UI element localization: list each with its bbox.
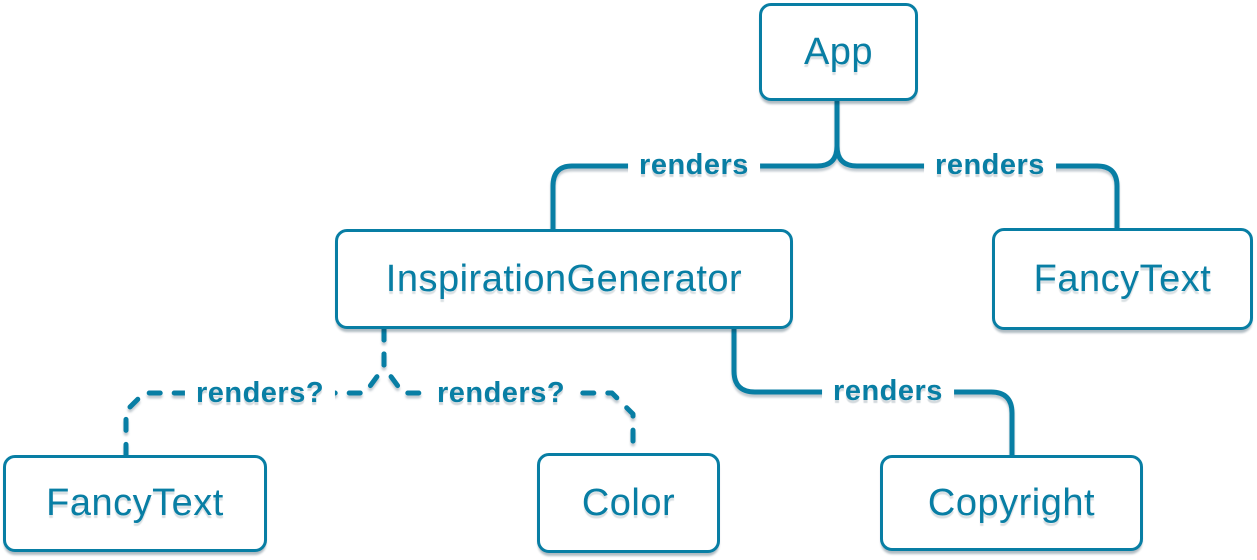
node-color-label: Color xyxy=(581,481,676,524)
node-app: App xyxy=(759,3,918,101)
edge-label-app-fancytext: renders xyxy=(924,149,1056,182)
node-inspiration-generator-label: InspirationGenerator xyxy=(385,257,743,300)
edge-label-inspirationgenerator-fancytext: renders? xyxy=(184,377,336,410)
node-copyright: Copyright xyxy=(880,455,1143,551)
edge-label-app-inspirationgenerator: renders xyxy=(628,149,760,182)
node-copyright-label: Copyright xyxy=(927,481,1096,524)
node-fancy-text-top-label: FancyText xyxy=(1033,257,1212,300)
edge-label-inspirationgenerator-copyright: renders xyxy=(822,375,954,408)
node-app-label: App xyxy=(803,30,874,73)
edge-label-inspirationgenerator-color: renders? xyxy=(425,377,577,410)
node-fancy-text-top: FancyText xyxy=(992,228,1253,330)
node-inspiration-generator: InspirationGenerator xyxy=(335,229,793,329)
node-fancy-text-bottom: FancyText xyxy=(3,455,267,552)
node-fancy-text-bottom-label: FancyText xyxy=(46,482,224,524)
node-color: Color xyxy=(537,453,720,553)
